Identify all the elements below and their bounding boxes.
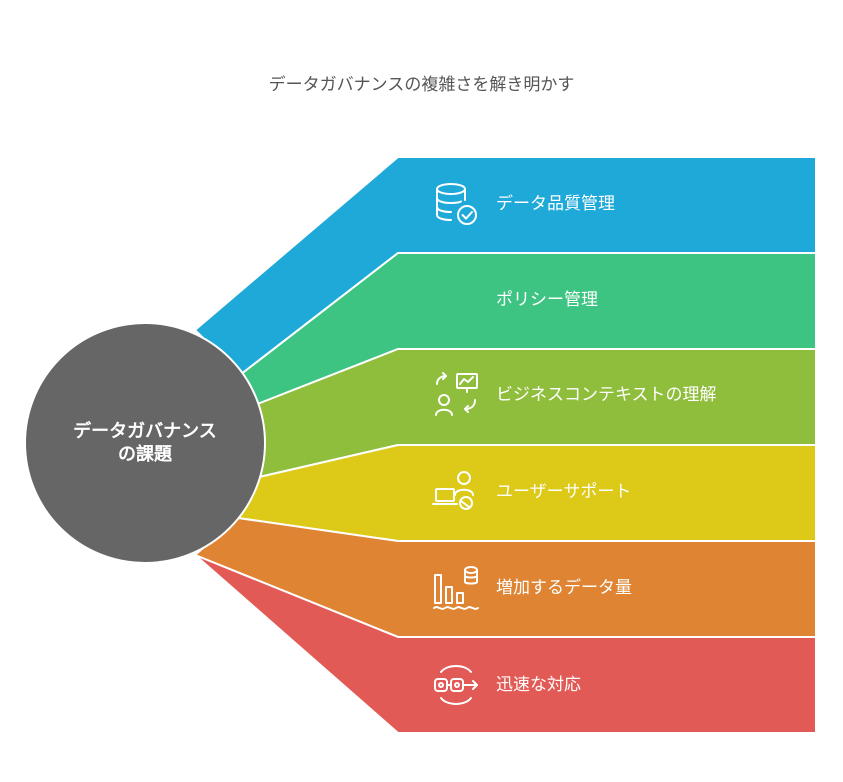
diagram-title: データガバナンスの複雑さを解き明かす (268, 75, 575, 95)
branch-label-fast-response: 迅速な対応 (496, 675, 581, 695)
user-laptop-support-icon (432, 471, 474, 510)
branch-label-business-context: ビジネスコンテキストの理解 (496, 385, 717, 405)
branch-bands (194, 156, 817, 734)
branch-label-user-support: ユーザーサポート (496, 482, 632, 502)
branch-label-data-volume: 増加するデータ量 (496, 578, 632, 598)
database-check-icon (436, 183, 477, 225)
hub-label: データガバナンス の課題 (30, 420, 260, 466)
band-fast-response (194, 554, 817, 734)
database-bars-water-icon (433, 566, 479, 610)
branch-label-data-quality: データ品質管理 (496, 194, 615, 214)
fast-forward-circuit-icon (434, 665, 478, 705)
person-chart-exchange-icon (435, 372, 478, 416)
branch-label-policy: ポリシー管理 (496, 290, 598, 310)
hub-label-line1: データガバナンス (73, 421, 217, 442)
hub-label-line2: の課題 (118, 444, 172, 465)
hub-circle (24, 322, 266, 564)
